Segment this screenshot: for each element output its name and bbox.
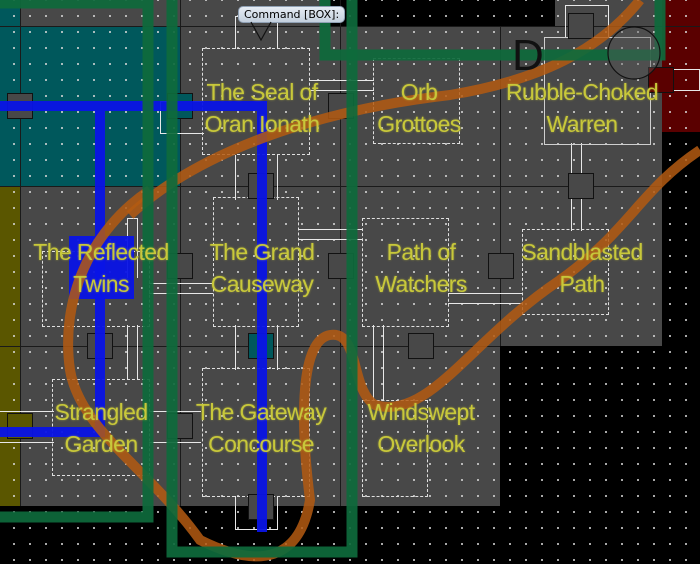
door-marker[interactable] xyxy=(7,93,33,119)
room-name-line: The Seal of xyxy=(206,79,318,105)
room-name-line: Causeway xyxy=(210,271,314,297)
door-marker[interactable] xyxy=(248,173,274,199)
door-marker[interactable] xyxy=(568,13,594,39)
door-marker[interactable] xyxy=(167,253,193,279)
room-name-line: Garden xyxy=(64,431,138,457)
grid-line xyxy=(0,186,662,187)
room-name-line: Twins xyxy=(73,271,129,297)
room-label-seal: The Seal of Oran Ionath xyxy=(205,76,320,140)
door-marker[interactable] xyxy=(328,93,354,119)
teal-region-top xyxy=(0,0,20,26)
room-name-line: The Reflected xyxy=(33,239,169,265)
room-name-line: Rubble-Choked xyxy=(505,79,659,105)
room-name-line: Orb xyxy=(400,79,438,105)
room-name-line: Path xyxy=(559,271,606,297)
room-name-line: Sandblasted xyxy=(521,239,643,265)
room-label-watchers: Path of Watchers xyxy=(375,236,467,300)
door-marker[interactable] xyxy=(248,494,274,520)
room-name-line: Strangled xyxy=(54,399,148,425)
room-name-line: Oran Ionath xyxy=(204,111,320,137)
room-name-line: Overlook xyxy=(377,431,465,457)
door-marker[interactable] xyxy=(488,253,514,279)
door-marker[interactable] xyxy=(87,333,113,359)
door-marker[interactable] xyxy=(328,253,354,279)
door-marker[interactable] xyxy=(167,93,193,119)
room-name-line: The Gateway xyxy=(195,399,327,425)
room-name-line: Concourse xyxy=(208,431,314,457)
door-marker[interactable] xyxy=(167,413,193,439)
room-name-line: Watchers xyxy=(375,271,467,297)
room-name-line: Path of xyxy=(386,239,456,265)
connector xyxy=(127,325,138,380)
door-marker[interactable] xyxy=(7,413,33,439)
connector xyxy=(373,325,384,400)
red-region xyxy=(662,0,700,132)
room-name-line: Grottoes xyxy=(377,111,461,137)
command-prompt-tooltip: Command [BOX]: xyxy=(238,6,346,23)
door-marker[interactable] xyxy=(248,333,274,359)
room-name-line: The Grand xyxy=(209,239,315,265)
door-marker[interactable] xyxy=(568,173,594,199)
room-name-line: Windswept xyxy=(367,399,475,425)
room-name-line: Warren xyxy=(546,111,619,137)
door-marker[interactable] xyxy=(408,333,434,359)
